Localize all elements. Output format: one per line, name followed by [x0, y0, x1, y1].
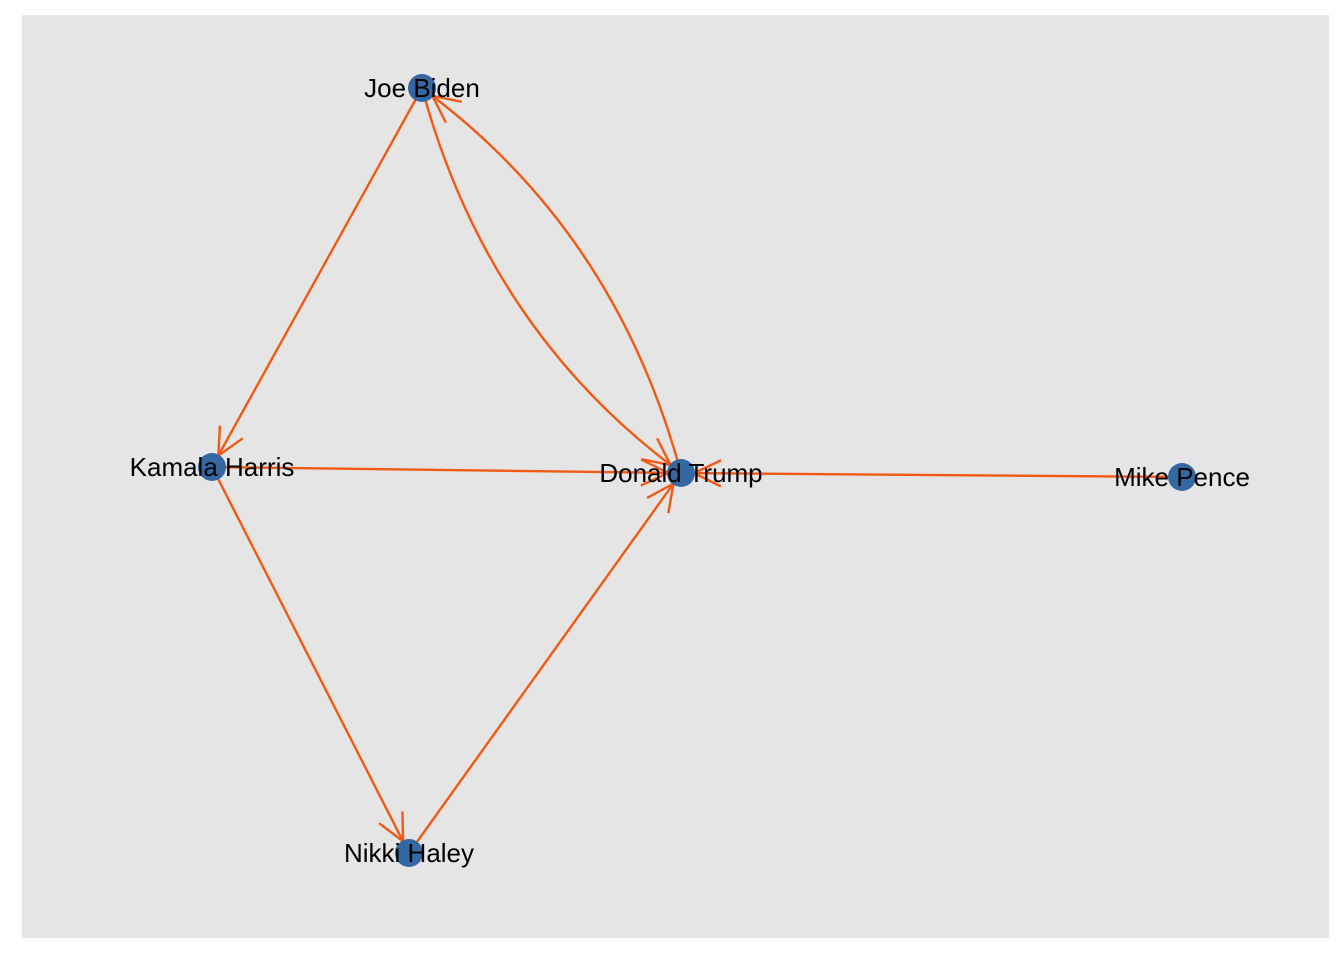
edge-line [431, 94, 683, 474]
edge-line [693, 471, 1183, 479]
node-label-kamala-harris: Kamala Harris [130, 452, 295, 482]
nodes-layer [198, 74, 1196, 867]
node-label-donald-trump: Donald Trump [599, 458, 762, 488]
node-mike-pence [1168, 463, 1196, 491]
node-kamala-harris [198, 453, 226, 481]
edge-line [408, 482, 675, 854]
node-label-joe-biden: Joe Biden [364, 73, 480, 103]
node-nikki-haley [395, 839, 423, 867]
node-label-mike-pence: Mike Pence [1114, 462, 1250, 492]
edge-line [210, 466, 405, 842]
node-label-nikki-haley: Nikki Haley [344, 838, 474, 868]
edge-line [217, 87, 424, 457]
node-donald-trump [667, 459, 695, 487]
edge-line [420, 87, 672, 467]
node-joe-biden [408, 74, 436, 102]
edge-line [211, 465, 669, 475]
